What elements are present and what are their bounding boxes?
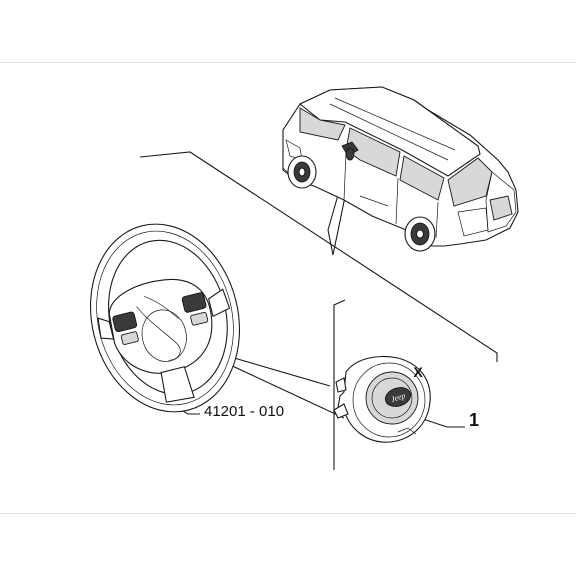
removed-mark: X [413, 364, 423, 380]
airbag-bracket-line [333, 299, 346, 470]
airbag-logo-text: Jeep [390, 391, 407, 404]
vehicle-icon [282, 86, 519, 252]
vehicle-leader-joint [327, 229, 334, 256]
steering-wheel-icon [89, 223, 241, 413]
part-number-label: 41201 - 010 [204, 403, 285, 420]
callout-number-label: 1 [469, 410, 480, 430]
diagram-frame [0, 62, 576, 514]
vehicle-bracket-line [139, 151, 498, 362]
airbag-module-icon: Jeep X [333, 355, 431, 443]
